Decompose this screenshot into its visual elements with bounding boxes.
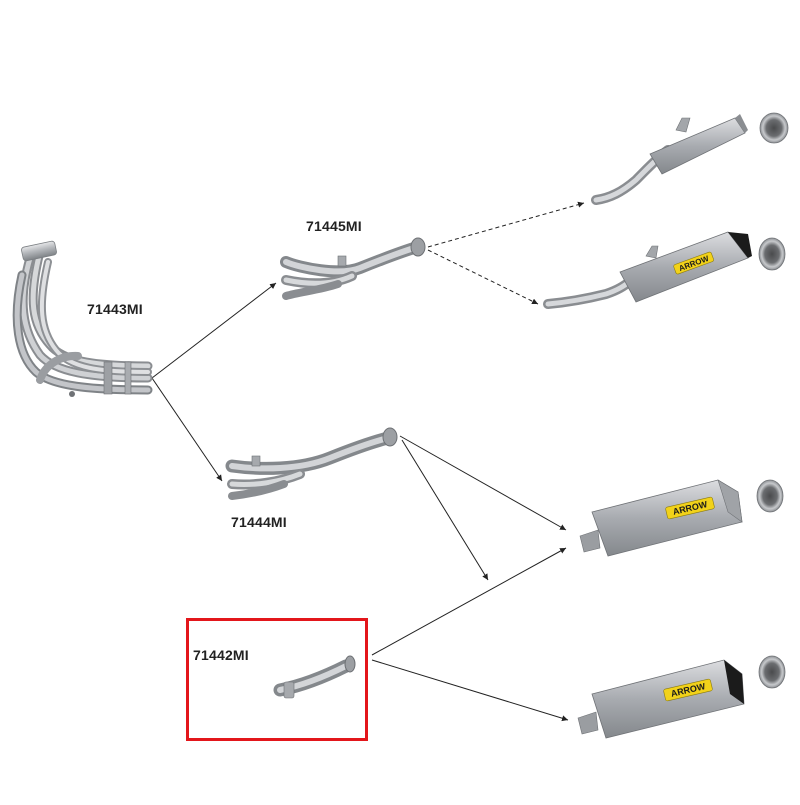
silencer-1-image [591,114,748,205]
label-71444: 71444MI [231,514,287,530]
label-71445: 71445MI [306,218,362,234]
connector-71445-to-silencer-1 [427,201,585,248]
connector-headers-to-71444 [151,377,223,482]
tip-cap-4-image [758,655,786,689]
connector-headers-to-71445 [151,282,277,379]
label-71443: 71443MI [87,301,143,317]
silencer-4-image: ARROW [577,659,745,739]
connector-71445-to-silencer-2 [427,249,539,305]
link-pipe-71445-image [280,237,426,300]
silencer-2-image: ARROW [543,231,752,309]
headers-71443-image [12,240,153,397]
link-pipe-71444-image [225,427,398,500]
connector-71442-to-silencer-3 [371,547,567,656]
label-71442: 71442MI [193,647,249,663]
tip-cap-1-image [759,112,789,144]
link-pipe-71442-image [273,655,356,699]
connector-lines [151,201,585,722]
highlight-box-71442 [186,618,368,741]
tip-cap-3-image [756,479,784,513]
tip-cap-2-image [758,237,786,271]
connector-71442-to-silencer-4 [371,659,569,722]
connector-71444-to-junction [401,439,489,581]
connector-71444-to-silencer-3 [399,435,567,531]
silencer-3-image: ARROW [579,479,743,557]
